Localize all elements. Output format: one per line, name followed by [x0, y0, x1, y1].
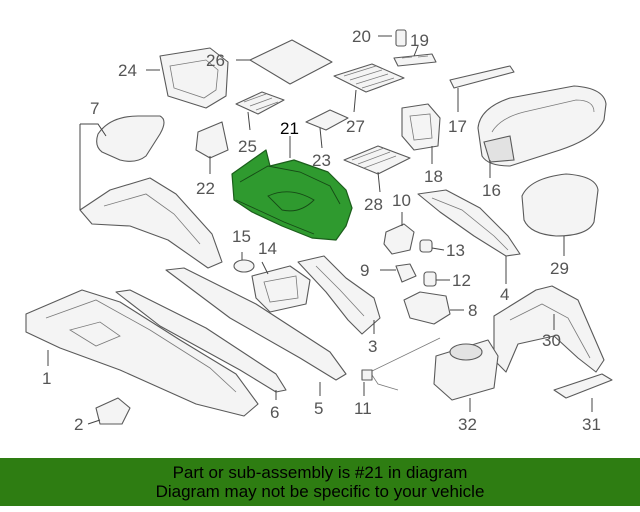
callout-13[interactable]: 13 — [446, 241, 465, 260]
callout-10[interactable]: 10 — [392, 191, 411, 210]
part-25-mat[interactable] — [235, 91, 285, 115]
callout-23[interactable]: 23 — [312, 151, 331, 170]
part-12-cap[interactable] — [423, 271, 437, 287]
callout-26[interactable]: 26 — [206, 51, 225, 70]
part-14-bracket[interactable] — [251, 265, 311, 313]
banner-line-2: Diagram may not be specific to your vehi… — [155, 482, 485, 501]
part-8-tray[interactable] — [403, 291, 451, 325]
part-15-ring[interactable] — [233, 259, 255, 273]
callout-6[interactable]: 6 — [270, 403, 279, 422]
callout-15[interactable]: 15 — [232, 227, 251, 246]
part-18-block[interactable] — [401, 103, 441, 151]
callout-21[interactable]: 21 — [280, 119, 299, 138]
part-console-side-panel[interactable] — [79, 177, 223, 269]
part-22-bracket[interactable] — [195, 121, 229, 159]
part-31-plate[interactable] — [553, 373, 613, 399]
callout-11[interactable]: 11 — [354, 399, 372, 418]
callout-30[interactable]: 30 — [542, 331, 561, 350]
part-32-controller[interactable] — [433, 339, 499, 401]
part-5-rail[interactable] — [165, 267, 347, 381]
part-29-lid[interactable] — [521, 173, 599, 237]
leader-lines — [47, 35, 593, 425]
part-2-bracket[interactable] — [95, 397, 131, 425]
callout-27[interactable]: 27 — [346, 117, 365, 136]
part-6-rail[interactable] — [115, 289, 287, 393]
callout-20[interactable]: 20 — [352, 27, 371, 46]
callout-5[interactable]: 5 — [314, 399, 323, 418]
callout-1[interactable]: 1 — [42, 369, 51, 388]
callout-25[interactable]: 25 — [238, 137, 257, 156]
callout-12[interactable]: 12 — [452, 271, 471, 290]
part-10-cup-holder[interactable] — [383, 223, 415, 255]
callout-32[interactable]: 32 — [458, 415, 477, 434]
banner-line-1: Part or sub-assembly is #21 in diagram — [172, 463, 468, 482]
part-19-switch-panel[interactable] — [393, 53, 437, 67]
callout-9[interactable]: 9 — [360, 261, 369, 280]
part-9-clip[interactable] — [395, 263, 417, 283]
callout-4[interactable]: 4 — [500, 285, 509, 304]
part-23-mat[interactable] — [305, 109, 349, 131]
part-30-cover[interactable] — [493, 285, 605, 373]
callout-29[interactable]: 29 — [550, 259, 569, 278]
part-27-mat[interactable] — [333, 63, 405, 93]
part-21-storage-bin-highlighted[interactable] — [231, 149, 353, 241]
callout-8[interactable]: 8 — [468, 301, 477, 320]
part-3-bracket[interactable] — [297, 255, 381, 335]
callout-19[interactable]: 19 — [410, 31, 429, 50]
part-17-trim[interactable] — [449, 65, 515, 89]
part-26-mat[interactable] — [249, 39, 333, 85]
callout-16[interactable]: 16 — [482, 181, 501, 200]
part-11-cable[interactable] — [361, 337, 441, 391]
callout-22[interactable]: 22 — [196, 179, 215, 198]
part-4-trim-panel[interactable] — [417, 189, 521, 257]
parts-diagram: 20 19 26 24 7 17 27 21 25 23 18 22 16 28… — [25, 27, 613, 434]
part-16-armrest[interactable] — [477, 85, 607, 167]
part-24-tray[interactable] — [159, 47, 229, 109]
callout-3[interactable]: 3 — [368, 337, 377, 356]
part-20-clip[interactable] — [395, 29, 407, 47]
callout-labels: 20 19 26 24 7 17 27 21 25 23 18 22 16 28… — [42, 27, 601, 434]
callout-31[interactable]: 31 — [582, 415, 601, 434]
callout-18[interactable]: 18 — [424, 167, 443, 186]
callout-17[interactable]: 17 — [448, 117, 467, 136]
part-13-cap[interactable] — [419, 239, 433, 253]
callout-7[interactable]: 7 — [90, 99, 99, 118]
callout-14[interactable]: 14 — [258, 239, 277, 258]
callout-28[interactable]: 28 — [364, 195, 383, 214]
part-28-mat[interactable] — [343, 145, 411, 175]
callout-2[interactable]: 2 — [74, 415, 83, 434]
part-7-pad[interactable] — [96, 115, 165, 162]
part-1-lower-console[interactable] — [25, 289, 259, 417]
info-banner: Part or sub-assembly is #21 in diagram D… — [0, 458, 640, 506]
callout-24[interactable]: 24 — [118, 61, 137, 80]
